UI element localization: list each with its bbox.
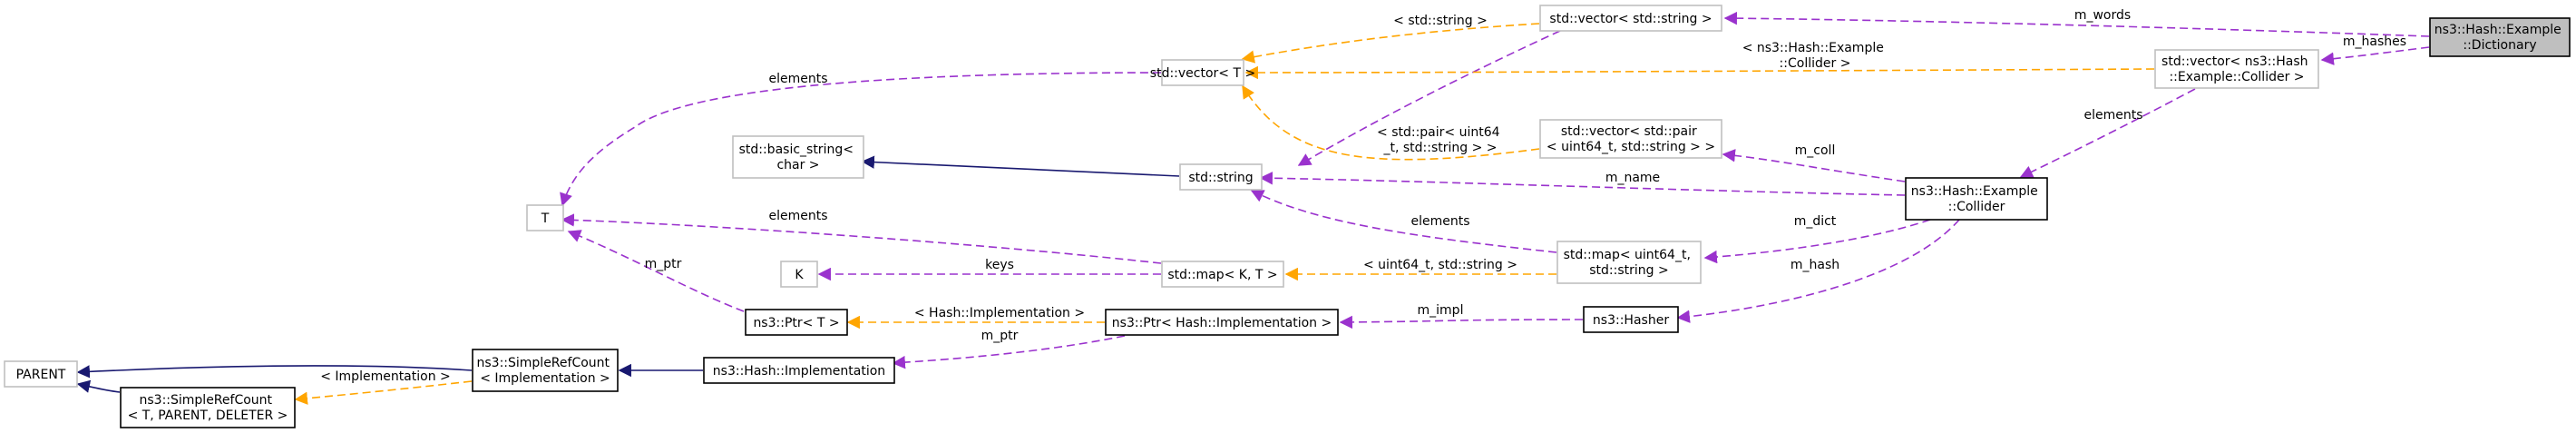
edge-map-uint-tpl: < uint64_t, std::string > <box>1284 258 1556 281</box>
edge-vs-to-std-string <box>1297 30 1561 166</box>
svg-text:ns3::Ptr< T >: ns3::Ptr< T > <box>753 316 839 330</box>
node-k[interactable]: K <box>780 261 818 288</box>
edge-ptr-hash-tpl: < Hash::Implementation > <box>846 306 1105 330</box>
edge-inherit-parent-2 <box>76 379 121 393</box>
svg-text:< std::pair< uint64 _t: < std::pair< uint64 _t, std::string > > <box>1377 125 1504 155</box>
svg-text:std::vector< ns3::Hash: std::vector< ns3::Hash ::Example::Collid… <box>2161 54 2312 84</box>
svg-text:m_dict: m_dict <box>1794 214 1837 229</box>
svg-text:std::map< uint64_t, st: std::map< uint64_t, std::string > <box>1564 248 1695 278</box>
edge-impl-tpl: < Implementation > <box>294 369 473 405</box>
svg-text:keys: keys <box>985 258 1014 272</box>
svg-text:std::basic_string< cha: std::basic_string< char > <box>739 143 858 172</box>
edge-keys: keys <box>817 258 1161 281</box>
edge-map-elements: elements <box>1250 190 1557 253</box>
edge-m-coll: m_coll <box>1722 143 1906 182</box>
edge-m-impl: m_impl <box>1339 303 1584 330</box>
edge-vc-collider: < ns3::Hash::Example ::Collider > <box>1244 41 2155 80</box>
node-simple-refcount-tpd[interactable]: ns3::SimpleRefCount < T, PARENT, DELETER… <box>120 387 296 428</box>
edge-vs-std-string: < std::string > <box>1241 14 1540 64</box>
node-map-kt[interactable]: std::map< K, T > <box>1161 261 1284 288</box>
edge-vc-elements: elements <box>2019 88 2196 178</box>
node-std-string[interactable]: std::string <box>1179 163 1263 191</box>
svg-text:ns3::Hasher: ns3::Hasher <box>1593 313 1669 328</box>
svg-text:std::vector< std::string >: std::vector< std::string > <box>1549 12 1712 26</box>
node-vector-collider[interactable]: std::vector< ns3::Hash ::Example::Collid… <box>2154 49 2319 89</box>
node-vector-string[interactable]: std::vector< std::string > <box>1539 5 1722 32</box>
edge-m-dict: m_dict <box>1703 214 1931 264</box>
svg-text:< uint64_t, std::string >: < uint64_t, std::string > <box>1363 258 1517 272</box>
svg-text:ns3::SimpleRefCount <: ns3::SimpleRefCount < Implementation > <box>477 356 614 386</box>
node-vector-pair[interactable]: std::vector< std::pair < uint64_t, std::… <box>1539 119 1722 159</box>
svg-text:ns3::Ptr< Hash::Implementation: ns3::Ptr< Hash::Implementation > <box>1112 316 1332 330</box>
node-vector-t[interactable]: std::vector< T > <box>1150 59 1255 86</box>
svg-text:PARENT: PARENT <box>16 368 66 382</box>
svg-text:< Hash::Implementation >: < Hash::Implementation > <box>914 306 1085 320</box>
svg-text:std::vector< std::pair: std::vector< std::pair < uint64_t, std::… <box>1547 124 1715 154</box>
svg-text:m_hash: m_hash <box>1791 258 1839 272</box>
edge-m-hashes: m_hashes <box>2320 34 2430 65</box>
node-map-uint[interactable]: std::map< uint64_t, std::string > <box>1556 241 1702 284</box>
svg-text:T: T <box>541 212 550 226</box>
edge-vp-pair: < std::pair< uint64 _t, std::string > > <box>1242 84 1540 161</box>
svg-text:m_coll: m_coll <box>1795 143 1836 158</box>
edge-m-ptr-t: m_ptr <box>567 230 745 312</box>
svg-text:ns3::SimpleRefCount <: ns3::SimpleRefCount < T, PARENT, DELETER… <box>128 393 288 423</box>
node-basic-string[interactable]: std::basic_string< char > <box>732 135 864 179</box>
svg-text:K: K <box>795 268 804 282</box>
svg-text:ns3::Hash::Implementation: ns3::Hash::Implementation <box>713 364 885 379</box>
node-hash-implementation[interactable]: ns3::Hash::Implementation <box>703 357 895 384</box>
svg-text:m_words: m_words <box>2074 8 2131 23</box>
svg-text:elements: elements <box>768 209 827 223</box>
node-simple-refcount-impl[interactable]: ns3::SimpleRefCount < Implementation > <box>472 349 619 392</box>
node-ptr-t[interactable]: ns3::Ptr< T > <box>745 309 848 336</box>
svg-text:m_ptr: m_ptr <box>981 329 1019 343</box>
node-parent[interactable]: PARENT <box>4 360 78 388</box>
edge-m-hash: m_hash <box>1676 219 1960 323</box>
edge-mkt-elements: elements <box>561 209 1162 264</box>
svg-text:std::map< K, T >: std::map< K, T > <box>1167 268 1277 282</box>
edge-m-words: m_words <box>1723 8 2430 37</box>
svg-text:elements: elements <box>2083 108 2142 123</box>
svg-text:< ns3::Hash::Example :: < ns3::Hash::Example ::Collider > <box>1742 41 1888 71</box>
svg-text:elements: elements <box>1410 214 1469 229</box>
node-ptr-hash[interactable]: ns3::Ptr< Hash::Implementation > <box>1105 309 1339 336</box>
svg-text:std::vector< T >: std::vector< T > <box>1150 66 1255 81</box>
edge-vt-elements: elements <box>560 72 1162 207</box>
svg-text:std::string: std::string <box>1188 171 1253 185</box>
edge-inherit-parent-1 <box>76 365 473 379</box>
svg-text:m_hashes: m_hashes <box>2343 34 2406 49</box>
svg-text:m_impl: m_impl <box>1418 303 1464 318</box>
node-dictionary[interactable]: ns3::Hash::Example ::Dictionary <box>2429 17 2571 57</box>
node-hasher[interactable]: ns3::Hasher <box>1583 306 1679 333</box>
svg-text:m_ptr: m_ptr <box>645 257 682 271</box>
svg-text:< Implementation >: < Implementation > <box>320 369 451 384</box>
edge-m-name: m_name <box>1259 171 1906 196</box>
svg-text:elements: elements <box>768 72 827 86</box>
svg-text:ns3::Hash::Example ::D: ns3::Hash::Example ::Dictionary <box>2435 23 2565 53</box>
edge-inherit-basic-string <box>861 155 1180 177</box>
edge-m-ptr-hash: m_ptr <box>892 329 1126 369</box>
node-collider[interactable]: ns3::Hash::Example ::Collider <box>1905 177 2048 221</box>
node-t[interactable]: T <box>526 204 564 231</box>
svg-text:ns3::Hash::Example ::C: ns3::Hash::Example ::Collider <box>1911 184 2042 214</box>
svg-text:< std::string >: < std::string > <box>1393 14 1488 28</box>
svg-text:m_name: m_name <box>1605 171 1660 185</box>
